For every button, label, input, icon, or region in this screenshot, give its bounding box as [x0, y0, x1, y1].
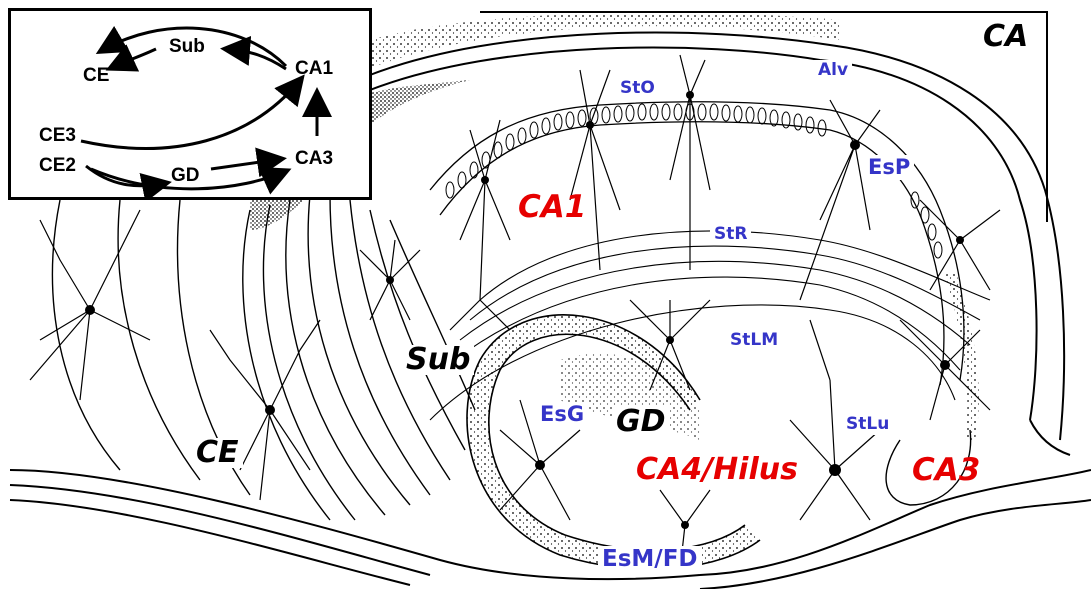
- top-dotted-band: [365, 13, 840, 70]
- layer-label-alv: Alv: [814, 60, 852, 81]
- inset-node-sub: Sub: [169, 37, 205, 56]
- region-label-sub: Sub: [402, 345, 474, 375]
- layer-label-stlm: StLM: [726, 330, 782, 351]
- arrow-ce3-ca1: [81, 79, 301, 148]
- circuit-inset: CE Sub CA1 CE3 CE2 GD CA3: [8, 8, 372, 200]
- layer-label-esg: EsG: [536, 402, 588, 427]
- granule-layer: [467, 315, 760, 569]
- inset-node-gd: GD: [171, 166, 200, 185]
- layer-label-esm-fd: EsM/FD: [598, 546, 702, 573]
- arrow-sub-ce: [111, 49, 156, 68]
- layer-label-esp: EsP: [864, 155, 914, 180]
- layer-label-stlu: StLu: [842, 414, 893, 435]
- region-label-ce: CE: [192, 438, 243, 468]
- region-label-gd: GD: [612, 407, 670, 437]
- region-label-ca1: CA1: [518, 192, 586, 223]
- region-label-ca: CA: [983, 22, 1028, 52]
- ca3-dotted: [945, 270, 979, 440]
- layer-label-str: StR: [710, 224, 751, 245]
- inset-node-ca3: CA3: [295, 149, 333, 168]
- region-label-ca3: CA3: [912, 455, 980, 486]
- layer-label-sto: StO: [616, 78, 659, 99]
- inset-node-ca1: CA1: [295, 59, 333, 78]
- arrow-gd-ca3: [211, 159, 281, 169]
- arrow-ce2-gd: [86, 166, 166, 186]
- inset-node-ce2: CE2: [39, 156, 76, 175]
- inset-node-ce3: CE3: [39, 126, 76, 145]
- inset-node-ce: CE: [83, 66, 109, 85]
- region-label-ca4-hilus: CA4/Hilus: [632, 453, 802, 487]
